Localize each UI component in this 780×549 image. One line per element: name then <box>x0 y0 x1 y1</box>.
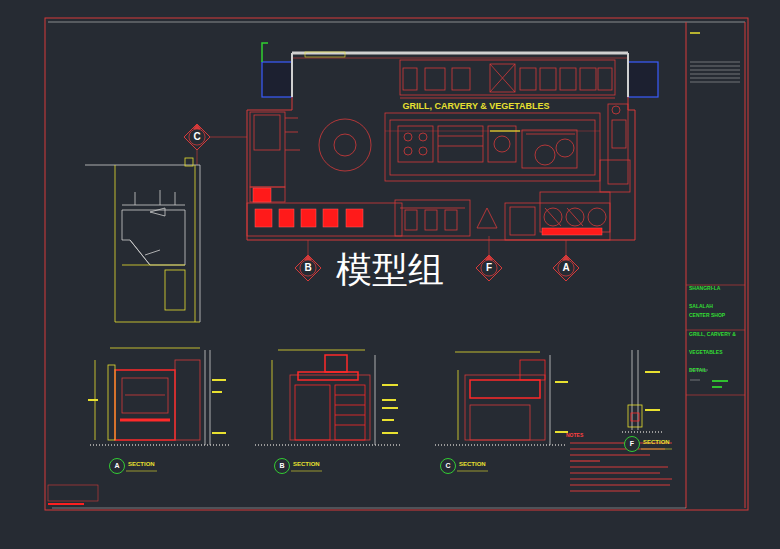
watermark: 模型组 <box>336 252 444 288</box>
sheet-frame <box>45 18 748 510</box>
marker-letter: B <box>274 458 290 474</box>
marker-letter: F <box>624 436 640 452</box>
section-marker: B <box>295 255 321 281</box>
section-title-marker: CSECTION <box>440 458 456 474</box>
label-text: GRILL, CARVERY & VEGETABLES <box>402 101 549 111</box>
section-title-marker: ASECTION <box>109 458 125 474</box>
marker-letter: B <box>295 255 321 281</box>
notes-heading: NOTES <box>566 424 583 440</box>
marker-letter: C <box>440 458 456 474</box>
section-title-marker: BSECTION <box>274 458 290 474</box>
section-marker: A <box>553 255 579 281</box>
label-text: 模型组 <box>336 249 444 290</box>
section-heading: SECTION <box>293 461 320 467</box>
marker-letter: A <box>109 458 125 474</box>
section-marker: C <box>184 124 210 150</box>
section-marker: F <box>476 255 502 281</box>
section-heading: SECTION <box>643 439 670 445</box>
label-text: SHANGRI-LA SALALAH <box>689 285 720 309</box>
section-title-marker: FSECTION <box>624 436 640 452</box>
area-title: GRILL, CARVERY & VEGETABLES <box>402 96 549 112</box>
drawing-title: CENTER SHOP GRILL, CARVERY & VEGETABLES … <box>689 303 741 377</box>
label-text: NOTES <box>566 432 583 438</box>
section-heading: SECTION <box>459 461 486 467</box>
project-name: SHANGRI-LA SALALAH <box>689 276 743 313</box>
label-text: CENTER SHOP GRILL, CARVERY & VEGETABLES … <box>689 312 736 373</box>
marker-letter: C <box>184 124 210 150</box>
marker-letter: F <box>476 255 502 281</box>
marker-letter: A <box>553 255 579 281</box>
section-heading: SECTION <box>128 461 155 467</box>
